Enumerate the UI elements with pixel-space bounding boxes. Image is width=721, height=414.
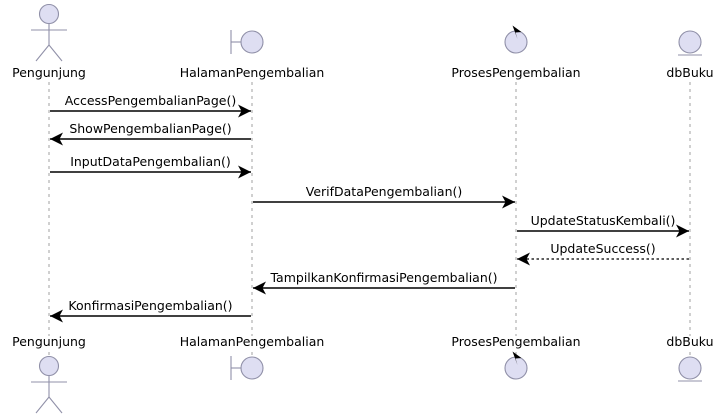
actor-stick-figure-icon xyxy=(31,355,67,414)
message-label: AccessPengembalianPage() xyxy=(65,93,236,108)
message-arrow-head xyxy=(502,195,515,209)
header-participant-icons xyxy=(31,3,702,62)
message-arrow-head xyxy=(50,132,63,146)
message-arrow-head xyxy=(253,281,266,295)
message-8: KonfirmasiPengembalian() xyxy=(50,298,251,323)
participant-label-pengunjung-footer: Pengunjung xyxy=(12,334,86,349)
message-arrow-head xyxy=(50,309,63,323)
footer-participant-icons xyxy=(31,351,702,414)
message-label: ShowPengembalianPage() xyxy=(69,121,231,136)
participant-label-prosespengembalian-header: ProsesPengembalian xyxy=(451,65,580,80)
header-participant-labels: Pengunjung HalamanPengembalian ProsesPenge… xyxy=(12,65,713,80)
message-label: InputDataPengembalian() xyxy=(70,154,231,169)
entity-circle-underline-icon xyxy=(678,356,702,382)
control-circle-arrow-icon xyxy=(504,25,528,54)
message-label: TampilkanKonfirmasiPengembalian() xyxy=(269,270,497,285)
participant-label-dbbuku-footer: dbBuku xyxy=(666,334,713,349)
messages-group: AccessPengembalianPage() ShowPengembalian… xyxy=(50,93,689,323)
message-1: AccessPengembalianPage() xyxy=(50,93,251,118)
message-arrow-head xyxy=(238,165,251,179)
message-arrow-head xyxy=(676,224,689,238)
boundary-circle-bar-icon xyxy=(230,30,264,54)
message-arrow-head xyxy=(517,252,530,266)
message-7: TampilkanKonfirmasiPengembalian() xyxy=(253,270,515,295)
entity-circle-underline-icon xyxy=(678,30,702,56)
message-4: VerifDataPengembalian() xyxy=(253,184,515,209)
message-arrow-head xyxy=(238,104,251,118)
message-label: KonfirmasiPengembalian() xyxy=(68,298,232,313)
participant-label-dbbuku-header: dbBuku xyxy=(666,65,713,80)
footer-participant-labels: Pengunjung HalamanPengembalian ProsesPenge… xyxy=(12,334,713,349)
message-5: UpdateStatusKembali() xyxy=(517,213,689,238)
actor-stick-figure-icon xyxy=(31,3,67,62)
control-circle-arrow-icon xyxy=(504,351,528,380)
message-2: ShowPengembalianPage() xyxy=(50,121,251,146)
message-label: VerifDataPengembalian() xyxy=(306,184,463,199)
participant-label-halamanpengembalian-footer: HalamanPengembalian xyxy=(180,334,325,349)
participant-label-prosespengembalian-footer: ProsesPengembalian xyxy=(451,334,580,349)
message-6: UpdateSuccess() xyxy=(517,241,689,266)
message-label: UpdateStatusKembali() xyxy=(531,213,676,228)
message-3: InputDataPengembalian() xyxy=(50,154,251,179)
participant-label-pengunjung-header: Pengunjung xyxy=(12,65,86,80)
participant-label-halamanpengembalian-header: HalamanPengembalian xyxy=(180,65,325,80)
message-label: UpdateSuccess() xyxy=(550,241,655,256)
lifelines-group xyxy=(48,82,691,362)
boundary-circle-bar-icon xyxy=(230,356,264,380)
